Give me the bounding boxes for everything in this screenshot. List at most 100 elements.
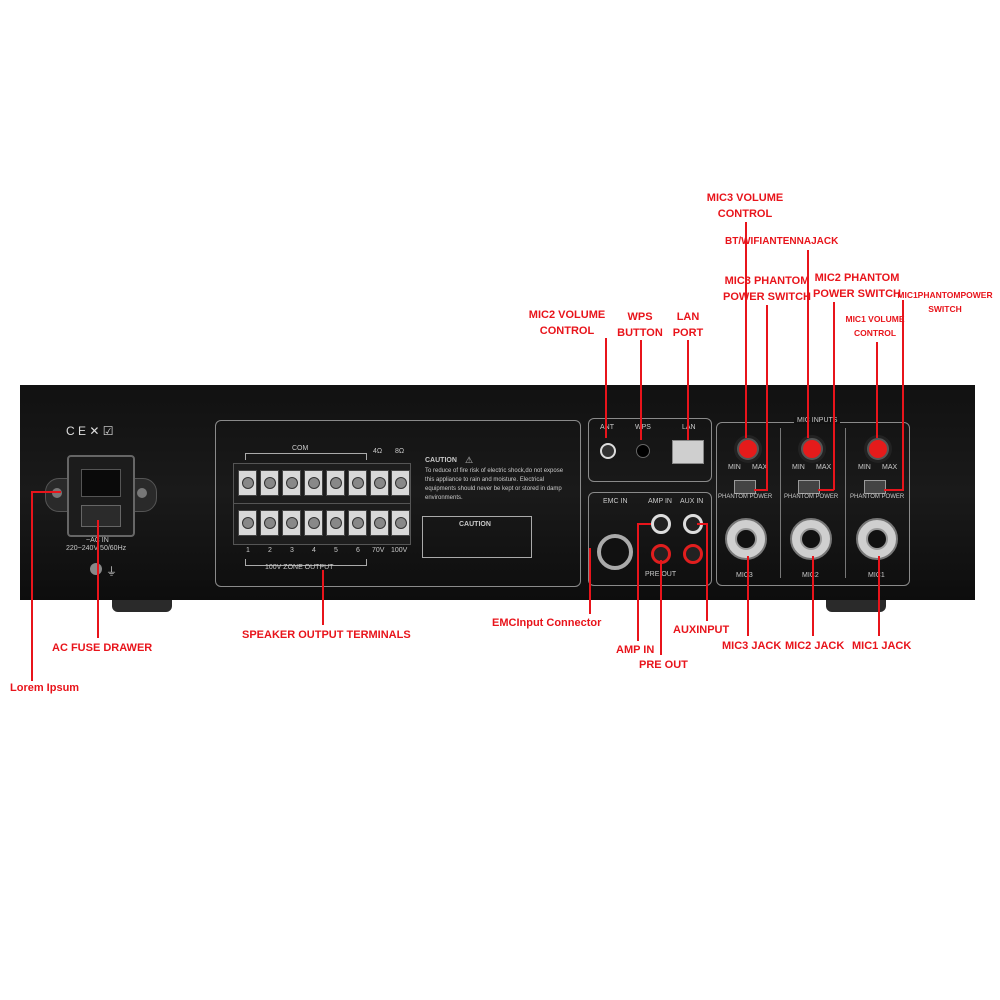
zone-number: 6 xyxy=(356,547,360,554)
terminal-t6[interactable] xyxy=(348,470,367,496)
mic2-jack[interactable] xyxy=(790,518,832,560)
caution-sticker: CAUTION xyxy=(422,516,532,558)
zone-number: 3 xyxy=(290,547,294,554)
mic3-jack[interactable] xyxy=(725,518,767,560)
aux-input-label: AUXINPUT xyxy=(673,624,730,636)
caution-title: CAUTION xyxy=(425,457,457,464)
zone-number: 100V xyxy=(391,547,408,554)
terminal-b2[interactable] xyxy=(260,510,279,536)
mic1-phantom-switch[interactable] xyxy=(864,480,886,494)
leader-line-mic2-jack xyxy=(812,556,814,636)
speaker-output-label: SPEAKER OUTPUT TERMINALS xyxy=(242,629,411,641)
ground-screw xyxy=(90,563,102,575)
screw-left xyxy=(52,488,62,498)
terminal-b8[interactable] xyxy=(391,510,410,536)
leader-line-wps xyxy=(640,340,642,440)
com-bracket xyxy=(245,453,367,460)
leader-line-mic1-phantom xyxy=(902,300,904,490)
leader-line-mic3-jack xyxy=(747,556,749,636)
com-text: COM xyxy=(292,445,309,452)
fuse-drawer[interactable] xyxy=(81,505,121,527)
leader-line-amp-in xyxy=(637,523,651,525)
ant-text: ANT xyxy=(600,424,614,431)
mic3-jack-label: MIC3 JACK xyxy=(722,640,782,652)
mic2-phantom-switch[interactable] xyxy=(798,480,820,494)
leader-line-mic1-jack xyxy=(878,556,880,636)
aux-in-text: AUX IN xyxy=(680,498,704,505)
terminal-t1[interactable] xyxy=(238,470,257,496)
terminal-t8[interactable] xyxy=(391,470,410,496)
mic2-text: MIC2 xyxy=(802,572,819,579)
ac-pins xyxy=(81,469,121,497)
max-text: MAX xyxy=(816,464,832,471)
mic1-volume-label: MIC1 VOLUME CONTROL xyxy=(845,314,905,338)
ac-spec-text: 220~240V 50/60Hz xyxy=(66,545,127,552)
leader-line-mic2-phantom xyxy=(833,302,835,490)
mic1-volume-knob[interactable] xyxy=(867,438,889,460)
wps-text: WPS xyxy=(635,424,651,431)
max-text: MAX xyxy=(882,464,898,471)
leader-line-aux xyxy=(706,523,708,621)
input-panel xyxy=(588,492,712,586)
speaker-terminal-panel xyxy=(215,420,581,587)
leader-line-fuse xyxy=(97,520,99,638)
mic2-jack-label: MIC2 JACK xyxy=(785,640,845,652)
ground-icon: ⏚ xyxy=(106,566,117,578)
terminal-t2[interactable] xyxy=(260,470,279,496)
mic3-text: MIC3 xyxy=(736,572,753,579)
phantom-power-text: PHANTOM POWER xyxy=(718,494,773,500)
zone-number: 2 xyxy=(268,547,272,554)
wps-button-label: WPS BUTTON xyxy=(617,311,663,339)
leader-line-amp-in xyxy=(637,523,639,641)
ac-inlet[interactable] xyxy=(67,455,135,537)
terminal-t3[interactable] xyxy=(282,470,301,496)
emc-jack[interactable] xyxy=(597,534,633,570)
terminal-b3[interactable] xyxy=(282,510,301,536)
mic3-phantom-switch[interactable] xyxy=(734,480,756,494)
zone-number: 1 xyxy=(246,547,250,554)
lorem-label: Lorem Ipsum xyxy=(10,682,80,694)
aux-in-right-jack[interactable] xyxy=(683,544,703,564)
pre-out-label: PRE OUT xyxy=(639,659,688,671)
mic2-phantom-label: MIC2 PHANTOM POWER SWITCH xyxy=(813,272,901,300)
bt-wifi-antenna-label: BT/WIFIANTENNAJACK xyxy=(725,236,839,247)
terminal-b7[interactable] xyxy=(370,510,389,536)
amp-in-text: AMP IN xyxy=(648,498,672,505)
zone-output-text: 100V ZONE OUTPUT xyxy=(265,564,334,571)
ohm8-text: 8Ω xyxy=(395,448,405,455)
leader-line-lorem xyxy=(31,491,61,493)
zone-bracket xyxy=(245,559,367,566)
amp-in-label: AMP IN xyxy=(616,644,655,656)
mic2-volume-knob[interactable] xyxy=(801,438,823,460)
antenna-jack[interactable] xyxy=(600,443,616,459)
wps-button[interactable] xyxy=(636,444,650,458)
leader-line-mic3-phantom xyxy=(754,489,768,491)
certification-marks: C E ✕ ☑ xyxy=(66,424,114,438)
terminal-b1[interactable] xyxy=(238,510,257,536)
terminal-b5[interactable] xyxy=(326,510,345,536)
ohm4-text: 4Ω xyxy=(373,448,383,455)
terminal-b6[interactable] xyxy=(348,510,367,536)
leader-line-mic3-phantom xyxy=(766,305,768,490)
terminal-b4[interactable] xyxy=(304,510,323,536)
leader-line-pre-out xyxy=(660,560,662,655)
lan-port[interactable] xyxy=(672,440,704,464)
leader-line-aux xyxy=(697,523,707,525)
min-text: MIN xyxy=(858,464,871,471)
right-foot xyxy=(826,600,886,612)
mic3-volume-knob[interactable] xyxy=(737,438,759,460)
zone-number: 70V xyxy=(372,547,385,554)
leader-line-mic3-volume xyxy=(745,222,747,438)
mic-divider xyxy=(845,428,846,578)
mic1-jack[interactable] xyxy=(856,518,898,560)
mic1-phantom-label: MIC1PHANTOMPOWER SWITCH xyxy=(897,290,993,314)
min-text: MIN xyxy=(792,464,805,471)
leader-line-mic1-phantom xyxy=(884,489,904,491)
emc-in-text: EMC IN xyxy=(603,498,628,505)
terminal-t7[interactable] xyxy=(370,470,389,496)
terminal-t5[interactable] xyxy=(326,470,345,496)
terminal-t4[interactable] xyxy=(304,470,323,496)
zone-number: 4 xyxy=(312,547,316,554)
zone-number: 5 xyxy=(334,547,338,554)
amp-in-jack[interactable] xyxy=(651,514,671,534)
